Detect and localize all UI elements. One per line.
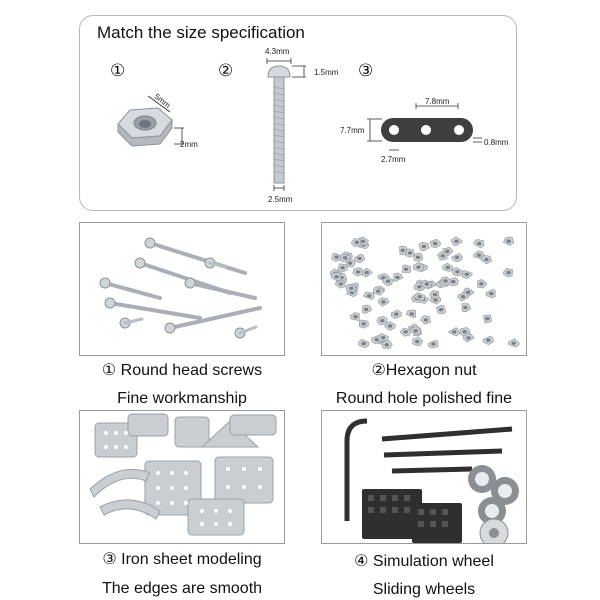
wheels-photo: [321, 410, 527, 544]
caption-3-subtitle: The edges are smooth: [101, 580, 263, 597]
hex-nut-diagram: [117, 95, 184, 147]
caption-1-subtitle: Fine workmanship: [117, 390, 247, 407]
strip-diagram: [367, 103, 482, 151]
spec-number-2: ②: [218, 61, 234, 80]
screw-head-height-label: 1.5mm: [314, 68, 339, 77]
nut-height-label: 2mm: [180, 140, 198, 149]
strip-thickness-label: 0.8mm: [484, 138, 509, 147]
caption-3-title: ③ Iron sheet modeling: [102, 551, 262, 568]
caption-2-subtitle: Round hole polished fine: [335, 390, 513, 407]
caption-4-subtitle: Sliding wheels: [372, 581, 476, 598]
spec-number-3: ③: [358, 61, 374, 80]
caption-1-title: ① Round head screws: [101, 362, 263, 379]
screw-head-label: 4.3mm: [265, 47, 290, 56]
nuts-photo: [321, 222, 527, 356]
spec-number-1: ①: [110, 61, 126, 80]
iron-sheets-photo: [79, 410, 285, 544]
strip-width-label: 7.7mm: [340, 126, 365, 135]
caption-4-title: ④ Simulation wheel: [354, 553, 494, 570]
screw-diagram: [266, 58, 306, 191]
screws-photo: [79, 222, 285, 356]
spec-title: Match the size specification: [97, 23, 305, 42]
strip-hole-label: 2.7mm: [381, 155, 406, 164]
strip-spacing-label: 7.8mm: [425, 97, 450, 106]
caption-2-title: ②Hexagon nut: [371, 362, 477, 379]
screw-shaft-label: 2.5mm: [268, 195, 293, 204]
